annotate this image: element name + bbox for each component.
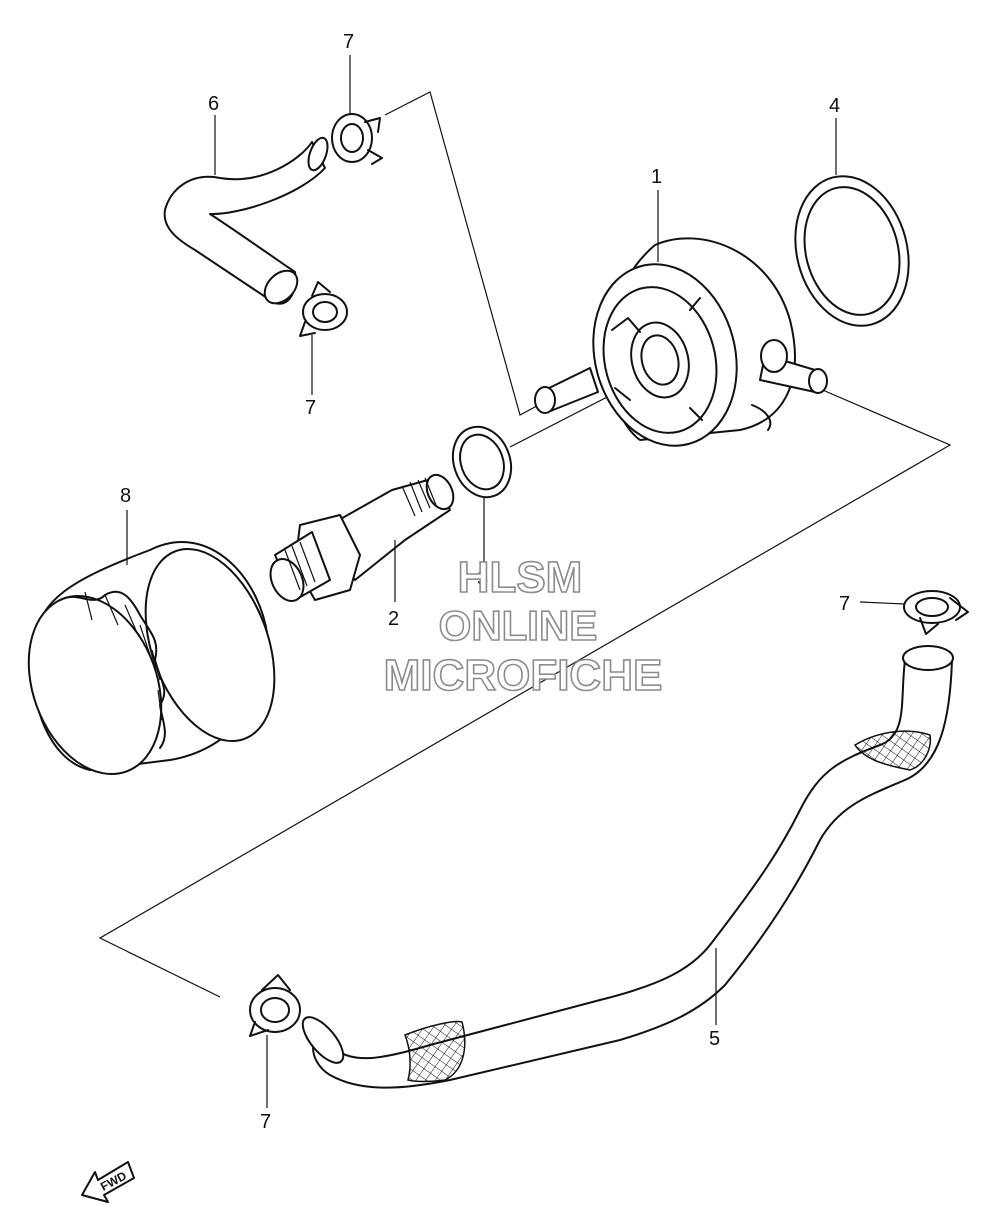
watermark-line-2: ONLINE <box>439 602 598 649</box>
watermark-line-1: HLSM <box>458 553 583 602</box>
leader-lines <box>126 55 906 1108</box>
oil-filter-part-8[interactable] <box>5 531 298 792</box>
union-bolt-part-2[interactable] <box>264 471 458 607</box>
watermark-line-3: MICROFICHE <box>384 651 663 700</box>
callout-2: 2 <box>388 608 399 630</box>
hose-clamp-right[interactable] <box>903 590 969 635</box>
callout-4: 4 <box>829 95 840 117</box>
callout-7-right: 7 <box>839 593 850 615</box>
hose-clamp-top[interactable] <box>331 113 383 165</box>
callout-7-bottom: 7 <box>260 1111 271 1133</box>
callout-7-top: 7 <box>343 31 354 53</box>
callout-labels: 7 6 4 1 7 8 3 2 7 5 7 <box>120 31 850 1133</box>
fwd-direction-badge: FWD <box>81 1161 135 1203</box>
hose-clamp-upper-left[interactable] <box>299 281 348 337</box>
callout-8: 8 <box>120 485 131 507</box>
lower-hose-part-5[interactable] <box>296 645 954 1089</box>
callout-7-left: 7 <box>305 397 316 419</box>
callout-6: 6 <box>208 93 219 115</box>
watermark: HLSM ONLINE MICROFICHE <box>383 552 663 701</box>
callout-1: 1 <box>651 166 662 188</box>
upper-hose-part-6[interactable] <box>163 135 332 309</box>
callout-3: 3 <box>477 568 488 590</box>
oil-cooler-o-ring-part-4[interactable] <box>779 163 925 338</box>
oil-cooler-part-1[interactable] <box>534 237 828 462</box>
hose-clamp-bottom[interactable] <box>249 974 301 1037</box>
small-o-ring-part-3[interactable] <box>443 419 520 506</box>
callout-5: 5 <box>709 1028 720 1050</box>
